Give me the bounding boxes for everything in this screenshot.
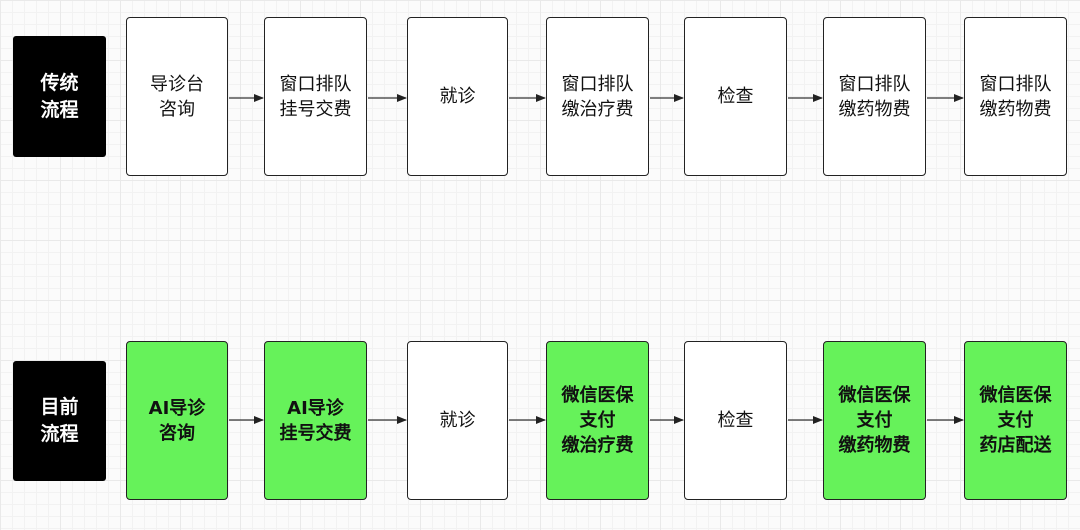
step-window-medicine-fee: 窗口排队 缴药物费 xyxy=(823,17,926,176)
step-window-treatment-fee: 窗口排队 缴治疗费 xyxy=(546,17,649,176)
row-label-current: 目前 流程 xyxy=(13,361,106,481)
step-ai-registration: AI导诊 挂号交费 xyxy=(264,341,367,500)
step-wechat-pay-treatment-fee: 微信医保 支付 缴治疗费 xyxy=(546,341,649,500)
step-consultation: 就诊 xyxy=(407,341,508,500)
step-consultation: 就诊 xyxy=(407,17,508,176)
step-window-registration: 窗口排队 挂号交费 xyxy=(264,17,367,176)
step-examination: 检查 xyxy=(684,341,787,500)
step-wechat-pay-pharmacy-delivery: 微信医保 支付 药店配送 xyxy=(964,341,1067,500)
step-ai-guide-consult: AI导诊 咨询 xyxy=(126,341,228,500)
step-window-medicine-fee-2: 窗口排队 缴药物费 xyxy=(964,17,1067,176)
step-examination: 检查 xyxy=(684,17,787,176)
step-guide-desk-consult: 导诊台 咨询 xyxy=(126,17,228,176)
row-label-traditional: 传统 流程 xyxy=(13,36,106,157)
step-wechat-pay-medicine-fee: 微信医保 支付 缴药物费 xyxy=(823,341,926,500)
